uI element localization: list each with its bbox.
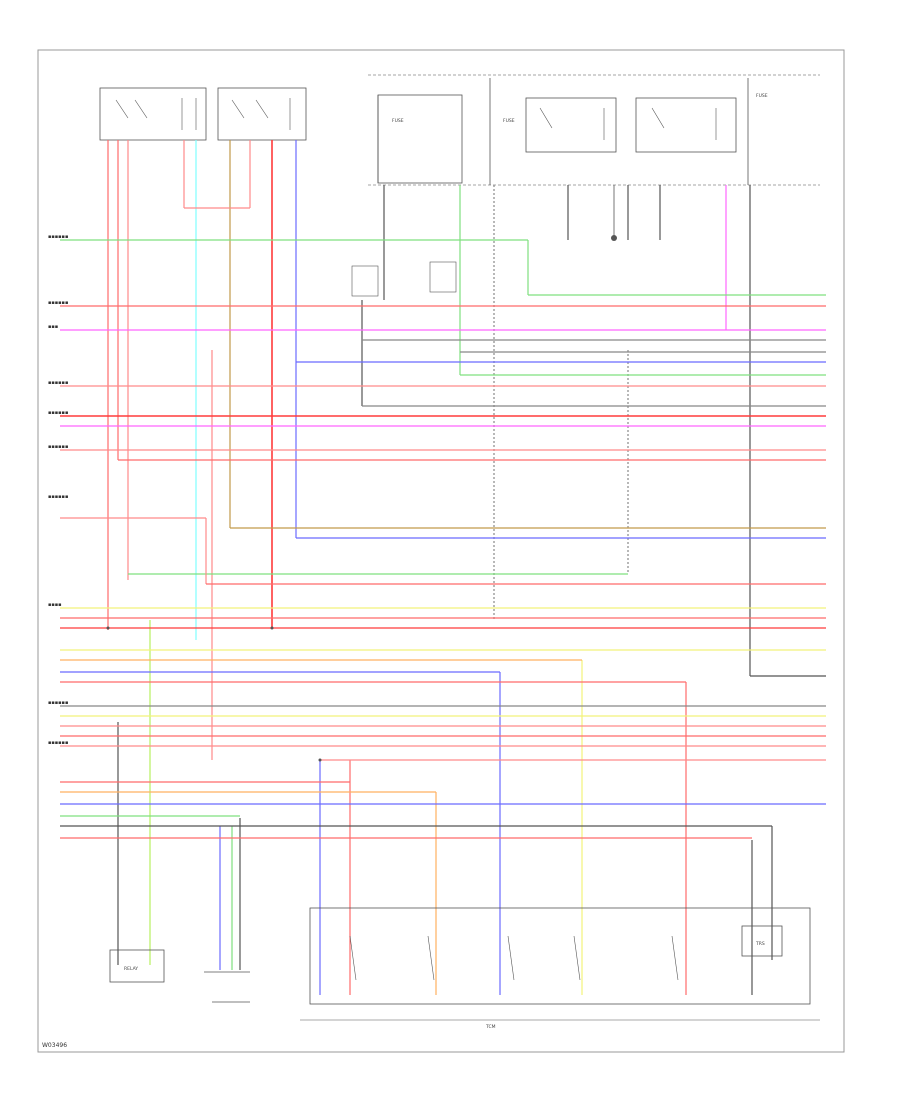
fuse-label-3: FUSE [756, 93, 768, 99]
connector-dots [106, 626, 322, 762]
svg-text:▪▪▪▪▪▪: ▪▪▪▪▪▪ [48, 410, 68, 416]
trs-box-label: TRS [755, 941, 765, 947]
bottom-connector [204, 971, 250, 1003]
svg-text:▪▪▪: ▪▪▪ [48, 324, 58, 330]
top-left-switch-2 [217, 87, 307, 141]
tcm-solenoid-block: TRS TCM [300, 907, 820, 1030]
diagram-frame [37, 49, 845, 1053]
vertical-wires [107, 140, 753, 995]
svg-text:▪▪▪▪▪▪: ▪▪▪▪▪▪ [48, 494, 68, 500]
svg-text:▪▪▪▪▪▪: ▪▪▪▪▪▪ [48, 234, 68, 240]
mid-relays [351, 261, 457, 297]
svg-text:▪▪▪▪▪▪: ▪▪▪▪▪▪ [48, 700, 68, 706]
bottom-sensor-left: RELAY [109, 949, 165, 983]
left-wire-labels: ▪▪▪▪▪▪ ▪▪▪▪▪▪ ▪▪▪ ▪▪▪▪▪▪ ▪▪▪▪▪▪ ▪▪▪▪▪▪ ▪… [48, 234, 68, 746]
fuse-block-top: FUSE FUSE FUSE [368, 74, 820, 241]
svg-text:▪▪▪▪: ▪▪▪▪ [48, 602, 62, 608]
horizontal-wires [60, 207, 826, 960]
tcm-block-label: TCM [485, 1024, 496, 1030]
fuse-label-1: FUSE [392, 118, 404, 124]
svg-text:▪▪▪▪▪▪: ▪▪▪▪▪▪ [48, 380, 68, 386]
svg-text:▪▪▪▪▪▪: ▪▪▪▪▪▪ [48, 300, 68, 306]
svg-text:▪▪▪▪▪▪: ▪▪▪▪▪▪ [48, 444, 68, 450]
footer-code: W03496 [42, 1042, 67, 1049]
fuse-label-2: FUSE [503, 118, 515, 124]
svg-text:▪▪▪▪▪▪: ▪▪▪▪▪▪ [48, 740, 68, 746]
top-left-switch-1 [99, 87, 207, 141]
relay-box-label: RELAY [124, 966, 138, 972]
